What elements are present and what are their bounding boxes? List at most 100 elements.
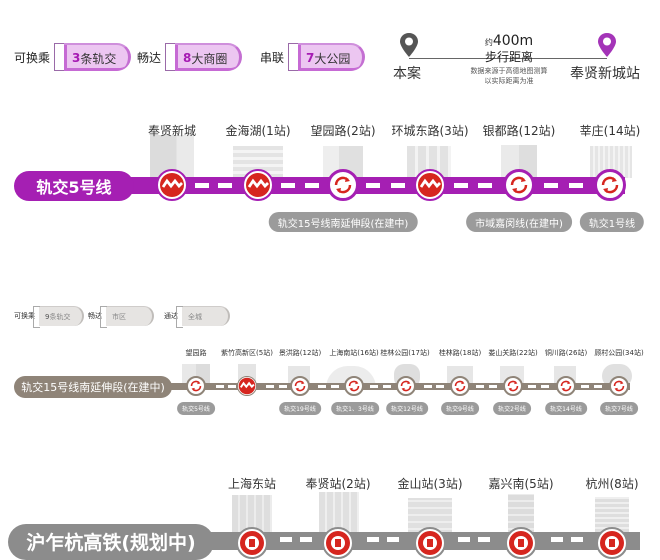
station-node[interactable] (327, 169, 359, 201)
shanghai-metro-logo-icon (246, 173, 270, 197)
station-name: 嘉兴南(5站) (488, 477, 554, 491)
tag-citywide: 通达 全城 (164, 305, 230, 328)
tag-value: 大公园 (314, 51, 351, 66)
station-name: 金海湖(1站) (225, 124, 291, 138)
line-label: 轨交5号线 (14, 171, 134, 201)
interchange-icon (560, 380, 572, 392)
station-name: 奉贤新城 (147, 124, 197, 138)
track-dash (571, 537, 583, 542)
track-dash (367, 537, 379, 542)
station-node[interactable] (322, 527, 354, 559)
station-name: 上海东站 (227, 477, 277, 491)
tag-bracket (165, 43, 176, 71)
track-dash (387, 537, 399, 542)
station-node[interactable] (414, 527, 446, 559)
track-dash (366, 183, 380, 188)
station-node[interactable] (503, 169, 535, 201)
tag-prefix: 可换乘 (14, 50, 51, 65)
station-node[interactable] (290, 376, 310, 396)
tag-pill: 市区 (100, 306, 154, 328)
tag-number: 8 (183, 51, 192, 65)
station-node[interactable] (236, 527, 268, 559)
distance-value: 约400m (476, 34, 542, 49)
track-dash (581, 385, 589, 388)
station-node[interactable] (237, 376, 257, 396)
station-node[interactable] (594, 169, 626, 201)
shanghai-metro-logo-icon (418, 173, 442, 197)
station-node[interactable] (503, 376, 523, 396)
shanghai-metro-logo-icon (160, 173, 184, 197)
transfer-badge: 轨交1号线 (579, 212, 645, 232)
station-node[interactable] (556, 376, 576, 396)
distance-number: 400m (492, 33, 534, 49)
station-node[interactable] (450, 376, 470, 396)
station-name: 银都路(12站) (482, 124, 556, 138)
station-node[interactable] (396, 376, 416, 396)
track-dash (544, 183, 558, 188)
track-dash (318, 385, 326, 388)
track-dash (370, 385, 378, 388)
station-name: 莘庄(14站) (579, 124, 641, 138)
tag-value: 条轨交 (80, 51, 117, 66)
railway-logo-icon (326, 531, 350, 555)
transfer-badge: 轨交14号线 (545, 402, 587, 415)
interchange-icon (400, 380, 412, 392)
interchange-icon (348, 380, 360, 392)
track-dash (228, 385, 236, 388)
interchange-icon (294, 380, 306, 392)
track-dash (594, 385, 602, 388)
transfer-badge: 轨交12号线 (386, 402, 428, 415)
transfer-badge: 轨交9号线 (441, 402, 479, 415)
interchange-icon (334, 176, 352, 194)
tag-bracket (288, 43, 299, 71)
from-label: 本案 (393, 66, 421, 82)
railway-logo-icon (509, 531, 533, 555)
station-name: 奉贤站(2站) (305, 477, 371, 491)
station-node[interactable] (609, 376, 629, 396)
station-name: 金山站(3站) (397, 477, 463, 491)
track-dash (476, 385, 484, 388)
track-dash (551, 537, 563, 542)
station-node[interactable] (242, 169, 274, 201)
track-dash (305, 183, 319, 188)
station-name: 上海南站(16站) (329, 349, 379, 357)
station-node[interactable] (596, 527, 628, 559)
location-pin-icon (598, 33, 616, 57)
transfer-badge: 轨交19号线 (279, 402, 321, 415)
station-name: 望园路(2站) (310, 124, 376, 138)
station-node[interactable] (186, 376, 206, 396)
tag-downtown: 畅达 市区 (88, 305, 154, 328)
track-dash (478, 537, 490, 542)
station-name: 顾村公园(34站) (594, 349, 644, 357)
station-node[interactable] (344, 376, 364, 396)
station-name: 铜川路(26站) (544, 349, 588, 357)
track-dash (279, 385, 287, 388)
track-dash (195, 183, 209, 188)
station-name: 环城东路(3站) (391, 124, 469, 138)
tag-number: 9 (45, 312, 50, 321)
station-name: 桂林公园(17站) (380, 349, 430, 357)
station-name: 望园路 (185, 349, 207, 357)
station-node[interactable] (505, 527, 537, 559)
transfer-badge: 轨交5号线 (177, 402, 215, 415)
station-node[interactable] (414, 169, 446, 201)
station-name: 桂林路(18站) (438, 349, 482, 357)
distance-line (409, 58, 607, 59)
railway-logo-icon (600, 531, 624, 555)
track-dash (528, 385, 536, 388)
data-note: 以实际距离为准 (484, 77, 534, 85)
station-name: 景洪路(12站) (278, 349, 322, 357)
track-dash (280, 537, 292, 542)
tag-value: 全城 (188, 312, 202, 321)
data-note: 数据来源于高德地图测算 (470, 67, 548, 75)
station-node[interactable] (156, 169, 188, 201)
tag-pill: 全城 (176, 306, 230, 328)
track-dash (216, 385, 224, 388)
tag-number: 7 (306, 51, 315, 65)
